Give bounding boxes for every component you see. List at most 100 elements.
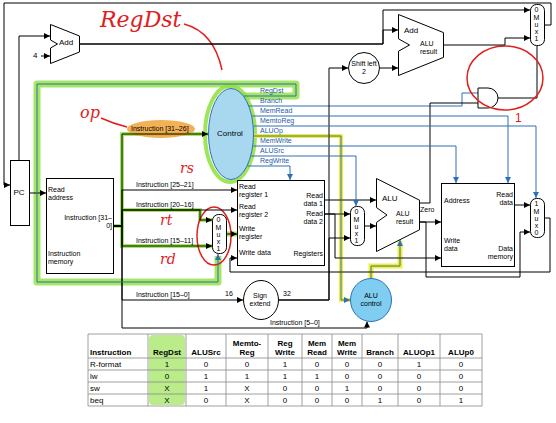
table-cell: 0 [364,383,396,394]
data-wire [4,3,551,185]
table-cell: 1 [364,395,396,406]
alu-control-unit: ALU control [350,278,392,322]
table-cell: 0 [334,359,360,370]
node-label: M u x [533,14,541,35]
table-cell: 0 [270,395,300,406]
table-cell: 0 [400,383,438,394]
data-wire [114,226,212,246]
signal-name: ALUOp [260,127,283,135]
node-label: Write data [444,237,474,253]
node-label: Read data 2 [293,210,323,226]
highlight-stroke [122,226,212,246]
multiplexer-shape [531,199,545,238]
annotation-stroke [184,24,222,70]
table-cell: 0 [188,395,224,406]
table-cell: 1 [270,371,300,382]
data-wire [365,226,376,227]
table-cell: 1 [188,371,224,382]
bus-label: Instruction [20–16] [136,201,194,209]
register-file-shape [238,181,325,266]
alu-control-unit-shape [351,279,392,322]
handwritten-note: rt [160,212,172,228]
node-label: Instruction [31–0] [64,214,112,230]
handwritten-note: 1 [515,112,522,124]
table-cell: 1 [228,371,266,382]
node-label: 1 [212,245,225,253]
wire [41,56,50,57]
bus-label: Instruction [15–11] [136,237,193,245]
table-cell: beq [90,395,146,406]
node-label: ALU control [356,292,386,308]
node-label: Read register 1 [239,183,279,199]
control-wire [253,146,456,183]
node-label: Add [59,38,73,47]
data-memory: AddressRead dataWrite dataData memory [441,183,515,267]
node-label: Read address [48,186,88,202]
table-cell: 1 [442,395,480,406]
node-label: Write data [239,249,279,257]
data-wire [80,30,398,44]
signal-name: RegDst [260,87,283,95]
table-cell: 0 [188,359,224,370]
register-file: Read register 1Read register 2Write regi… [237,180,325,266]
adder: Add [50,24,80,64]
node-label: M u x [533,208,541,229]
node-label: Add [404,26,418,35]
table-cell: 0 [442,359,480,370]
bus-label: 16 [225,290,233,298]
bus-label: Instruction [25–21] [136,181,194,189]
instruction-memory-shape [47,179,114,274]
table-cell: 1 [334,383,360,394]
node-label: ALU [382,194,398,203]
data-wire [227,234,237,235]
handwritten-note: RegDst [100,7,181,32]
bus-label: 4 [33,51,37,60]
node-label: Write register [239,225,279,241]
node-label: 1 [350,237,363,245]
node-label: Data memory [475,245,513,261]
signal-name: ALUSrc [260,147,284,155]
node-label: Control [208,129,252,138]
table-cell: 0 [364,371,396,382]
table-cell: X [150,383,184,394]
table-cell: sw [90,383,146,394]
signal-name: MemWrite [260,137,292,145]
pc-register-shape [11,161,30,226]
multiplexer-shape [531,5,545,46]
table-cell: 0 [150,371,184,382]
alu-shape [377,179,420,252]
shift-unit: Shift left 2 [348,52,380,84]
table-header: RegDst [150,335,184,357]
table-cell: 0 [228,359,266,370]
multiplexer: 0M u x1 [350,206,365,246]
bus-label: 32 [283,290,291,298]
control-wire [248,93,479,106]
node-label: PC [10,188,28,197]
table-cell: R-format [90,359,146,370]
table-cell: lw [90,371,146,382]
annotation-circle [197,207,231,265]
data-wire [19,36,50,160]
control-unit: Control [208,88,254,180]
annotation-circle [467,46,543,110]
node-label: ALU result [420,40,442,56]
table-header: Mem Read [304,335,330,357]
data-wire [444,38,530,45]
multiplexer-shape [213,215,227,254]
table-cell: X [150,395,184,406]
multiplexer: 0M u x1 [212,214,227,254]
table-header: Instruction [90,335,146,357]
multiplexer: 0M u x1 [530,4,545,46]
table-cell: 1 [304,371,330,382]
table-cell: 0 [334,371,360,382]
table-header: Mem Write [334,335,360,357]
table-cell: 1 [270,359,300,370]
pc-register: PC [10,160,30,226]
table-grid [88,334,482,406]
sign-extend-unit: Sign extend [243,280,279,320]
signal-name: RegWrite [260,157,289,165]
sign-extend-unit-shape [244,281,279,320]
table-header: ALUOp1 [400,335,438,357]
table-cell: 0 [400,395,438,406]
